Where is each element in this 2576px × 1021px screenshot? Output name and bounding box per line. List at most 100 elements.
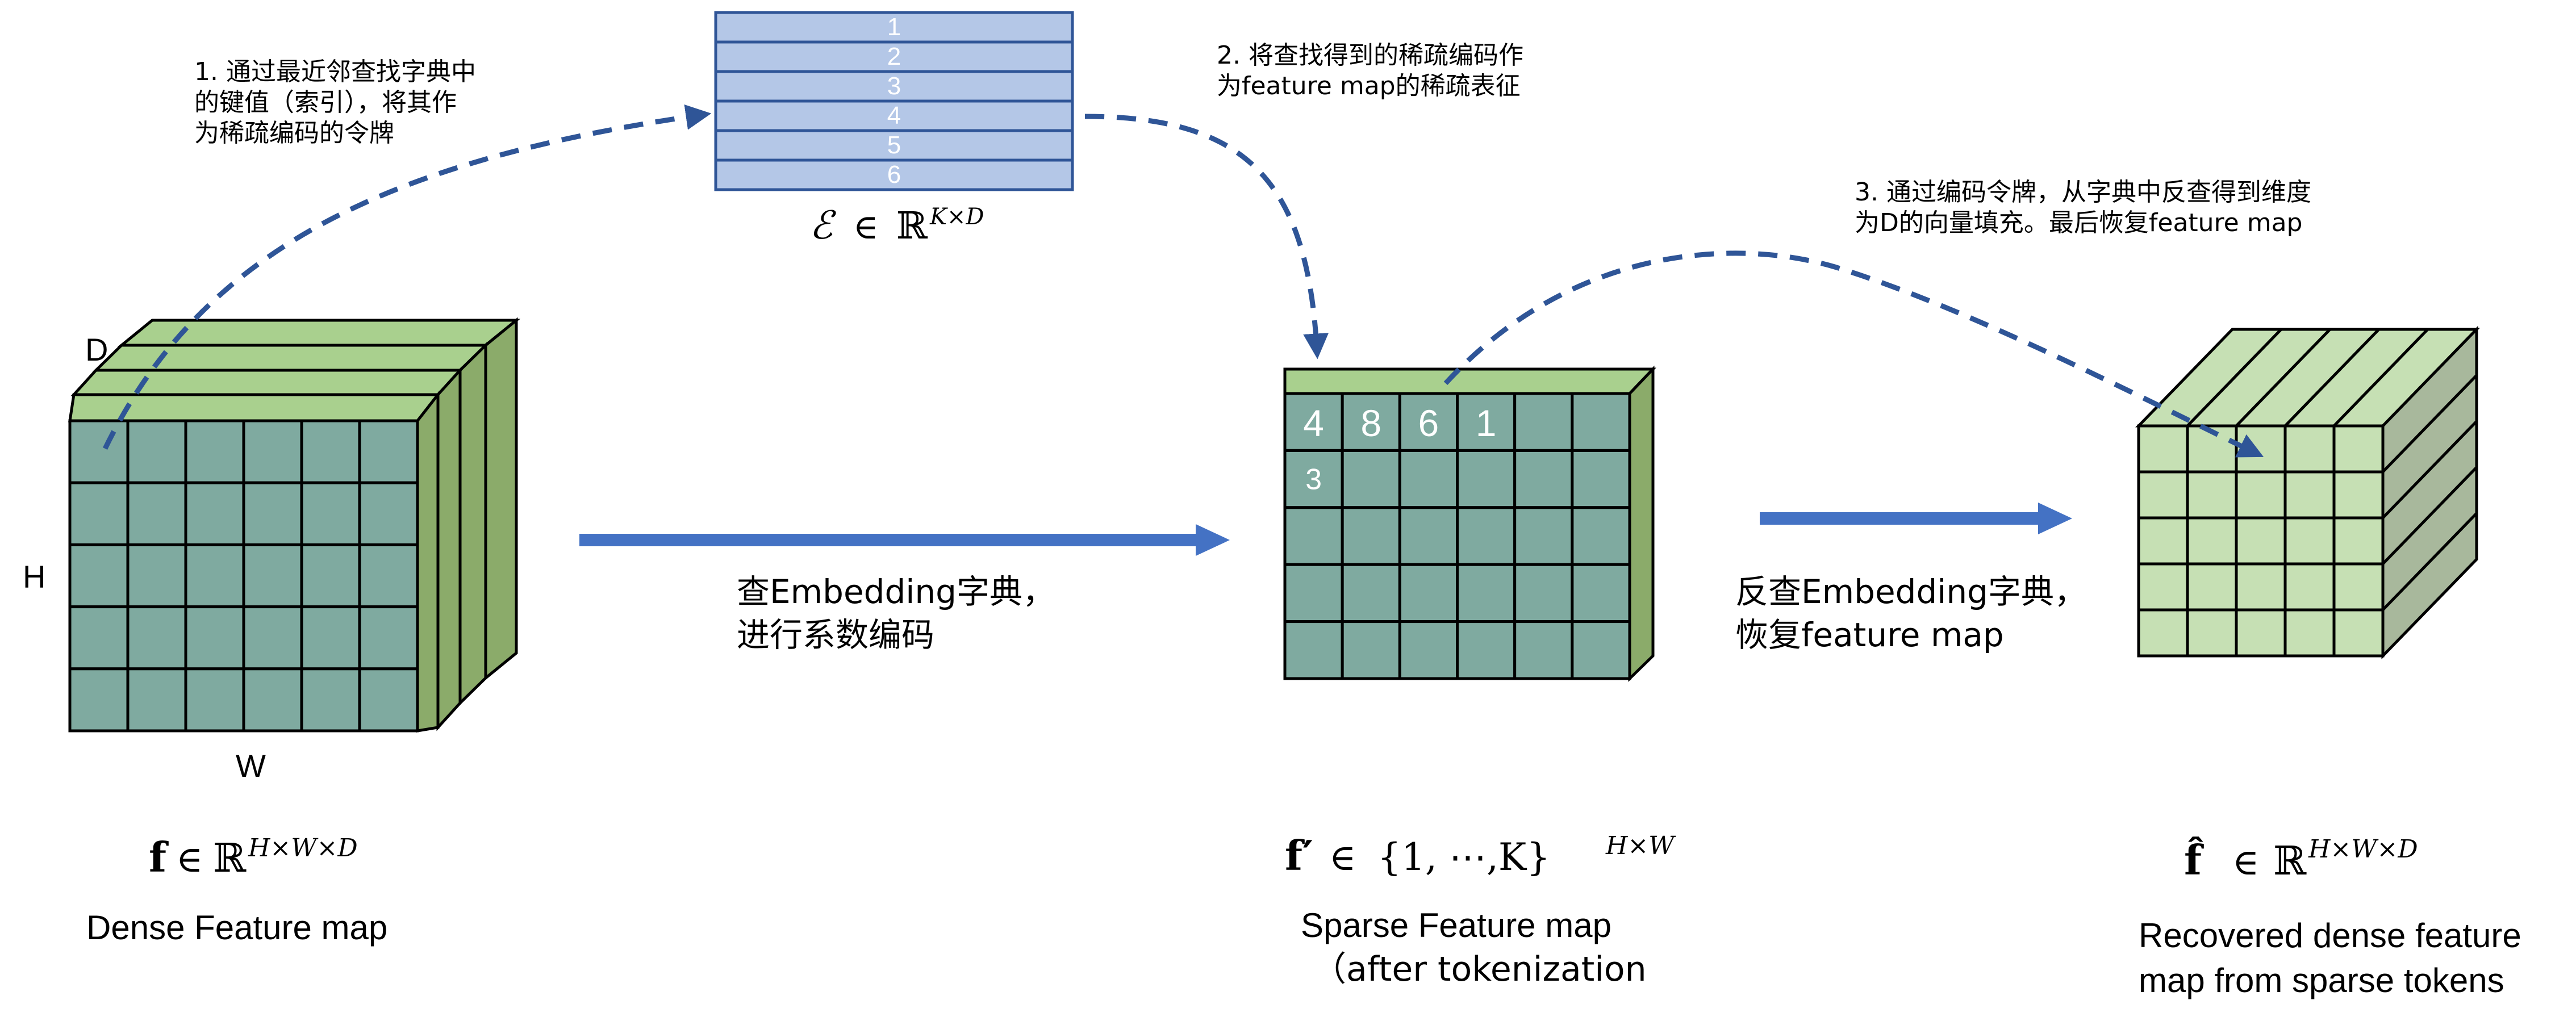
- recovered-grid-cell: [2137, 424, 2189, 474]
- recovered-top-face: [2135, 328, 2480, 428]
- dashed-arrow-recover: [1443, 250, 2264, 458]
- recovered-grid-cell: [2186, 608, 2238, 658]
- codebook-row-label: 1: [887, 13, 901, 41]
- codebook-row-label: 6: [887, 161, 901, 189]
- dense-layer-top-1: [70, 369, 464, 396]
- sparse-grid-cell: [1513, 620, 1574, 680]
- codebook-math-in: ∈: [853, 207, 878, 247]
- sparse-grid-cell: [1341, 449, 1401, 509]
- sparse-token: 6: [1418, 402, 1439, 444]
- dense-front-grid: [68, 419, 419, 733]
- dashed-arrow-to-sparse: [1084, 114, 1329, 359]
- dense-grid-cell: [242, 419, 303, 484]
- dense-grid-cell: [184, 543, 245, 609]
- sparse-grid-cell: [1456, 506, 1517, 566]
- recovered-math-R: ℝ: [2273, 838, 2307, 884]
- recovered-caption-line1: Recovered dense feature: [2139, 917, 2521, 955]
- label-H: H: [23, 559, 45, 595]
- recovered-math-in: ∈: [2232, 842, 2259, 884]
- sparse-grid-cell: [1513, 563, 1574, 624]
- codebook-math: ℰ ∈ ℝ K×D: [809, 203, 984, 248]
- codebook-row-label: 4: [887, 102, 901, 129]
- sparse-grid-cell: [1571, 506, 1631, 566]
- dense-grid-cell: [300, 543, 361, 609]
- encode-line2: 进行系数编码: [737, 616, 934, 654]
- sparse-top: [1283, 367, 1656, 395]
- dense-grid-cell: [126, 667, 187, 733]
- sparse-token: 1: [1476, 402, 1497, 444]
- recovered-grid-cell: [2332, 516, 2385, 566]
- dense-layer-side-3: [484, 317, 518, 681]
- decode-line1: 反查Embedding字典，: [1735, 572, 2087, 611]
- dense-grid-cell: [68, 667, 130, 733]
- codebook-math-sup: K×D: [929, 204, 984, 230]
- recovered-grid-cell: [2332, 470, 2385, 520]
- dense-grid-cell: [184, 667, 245, 733]
- codebook-math-R: ℝ: [896, 204, 928, 248]
- dense-grid-cell: [358, 543, 419, 609]
- codebook-row: [714, 99, 1074, 132]
- sparse-front-grid: [1283, 392, 1631, 680]
- recovered-caption-line2: map from sparse tokens: [2139, 961, 2504, 999]
- label-D: D: [85, 332, 108, 367]
- dense-grid-cell: [242, 667, 303, 733]
- sparse-side: [1628, 365, 1655, 682]
- sparse-grid-cell: [1456, 620, 1517, 680]
- sparse-grid-cell: [1456, 563, 1517, 624]
- dense-grid-cell: [68, 605, 130, 671]
- step3-line1: 3. 通过编码令牌，从字典中反查得到维度: [1855, 178, 2311, 207]
- sparse-grid-cell: [1341, 620, 1401, 680]
- decode-line2: 恢复feature map: [1735, 616, 2004, 654]
- codebook-row-label: 3: [887, 72, 901, 100]
- annotation-encode: 查Embedding字典， 进行系数编码: [737, 572, 1055, 654]
- sparse-grid-cell: [1398, 449, 1459, 509]
- recovered-math-f: f̂: [2184, 836, 2204, 884]
- sparse-math-set: {1, ⋯,K}: [1377, 835, 1550, 879]
- recovered-grid-cell: [2235, 470, 2287, 520]
- sparse-math-f: f′: [1285, 831, 1313, 880]
- recovered-grid-cell: [2283, 562, 2336, 612]
- recovered-grid-cell: [2137, 516, 2189, 566]
- sparse-grid-cell: [1571, 392, 1631, 452]
- dense-grid-cell: [300, 667, 361, 733]
- dense-math-in: ∈: [176, 839, 203, 881]
- dense-grid-cell: [300, 481, 361, 546]
- dense-grid-cell: [358, 605, 419, 671]
- dense-grid-cell: [300, 419, 361, 484]
- recovered-grid-cell: [2186, 516, 2238, 566]
- codebook-row: [714, 158, 1074, 191]
- sparse-grid-cell: [1513, 449, 1574, 509]
- dense-layer-side-2: [458, 342, 487, 706]
- sparse-grid-cell: [1513, 392, 1574, 452]
- dense-grid-cell: [126, 481, 187, 546]
- sparse-math-sup: H×W: [1605, 831, 1676, 860]
- recovered-math-sup: H×W×D: [2308, 835, 2418, 864]
- codebook-row: [714, 70, 1074, 103]
- arrow-decode-head: [2038, 503, 2072, 534]
- arrow-decode: [1760, 503, 2072, 534]
- step2-line2: 为feature map的稀疏表征: [1217, 72, 1521, 101]
- dense-grid-cell: [126, 419, 187, 484]
- dense-grid-cell: [126, 543, 187, 609]
- recovered-grid-cell: [2137, 470, 2189, 520]
- dense-grid-cell: [358, 419, 419, 484]
- annotation-step2: 2. 将查找得到的稀疏编码作 为feature map的稀疏表征: [1217, 41, 1523, 101]
- dense-feature-cube: [68, 317, 521, 733]
- codebook-math-e: ℰ: [809, 203, 837, 248]
- sparse-grid-cell: [1571, 449, 1631, 509]
- recovered-grid-cell: [2283, 516, 2336, 566]
- codebook-row-label: 2: [887, 43, 901, 70]
- sparse-math: f′ ∈ {1, ⋯,K} H×W: [1285, 831, 1676, 880]
- sparse-grid-cell: [1456, 449, 1517, 509]
- step2-line1: 2. 将查找得到的稀疏编码作: [1217, 41, 1523, 70]
- step1-line1: 1. 通过最近邻查找字典中: [194, 57, 476, 86]
- dense-grid-cell: [184, 419, 245, 484]
- arrow-encode: [579, 524, 1230, 556]
- sparse-grid-cell: [1398, 620, 1459, 680]
- dense-grid-cell: [300, 605, 361, 671]
- sparse-grid-cell: [1283, 620, 1344, 680]
